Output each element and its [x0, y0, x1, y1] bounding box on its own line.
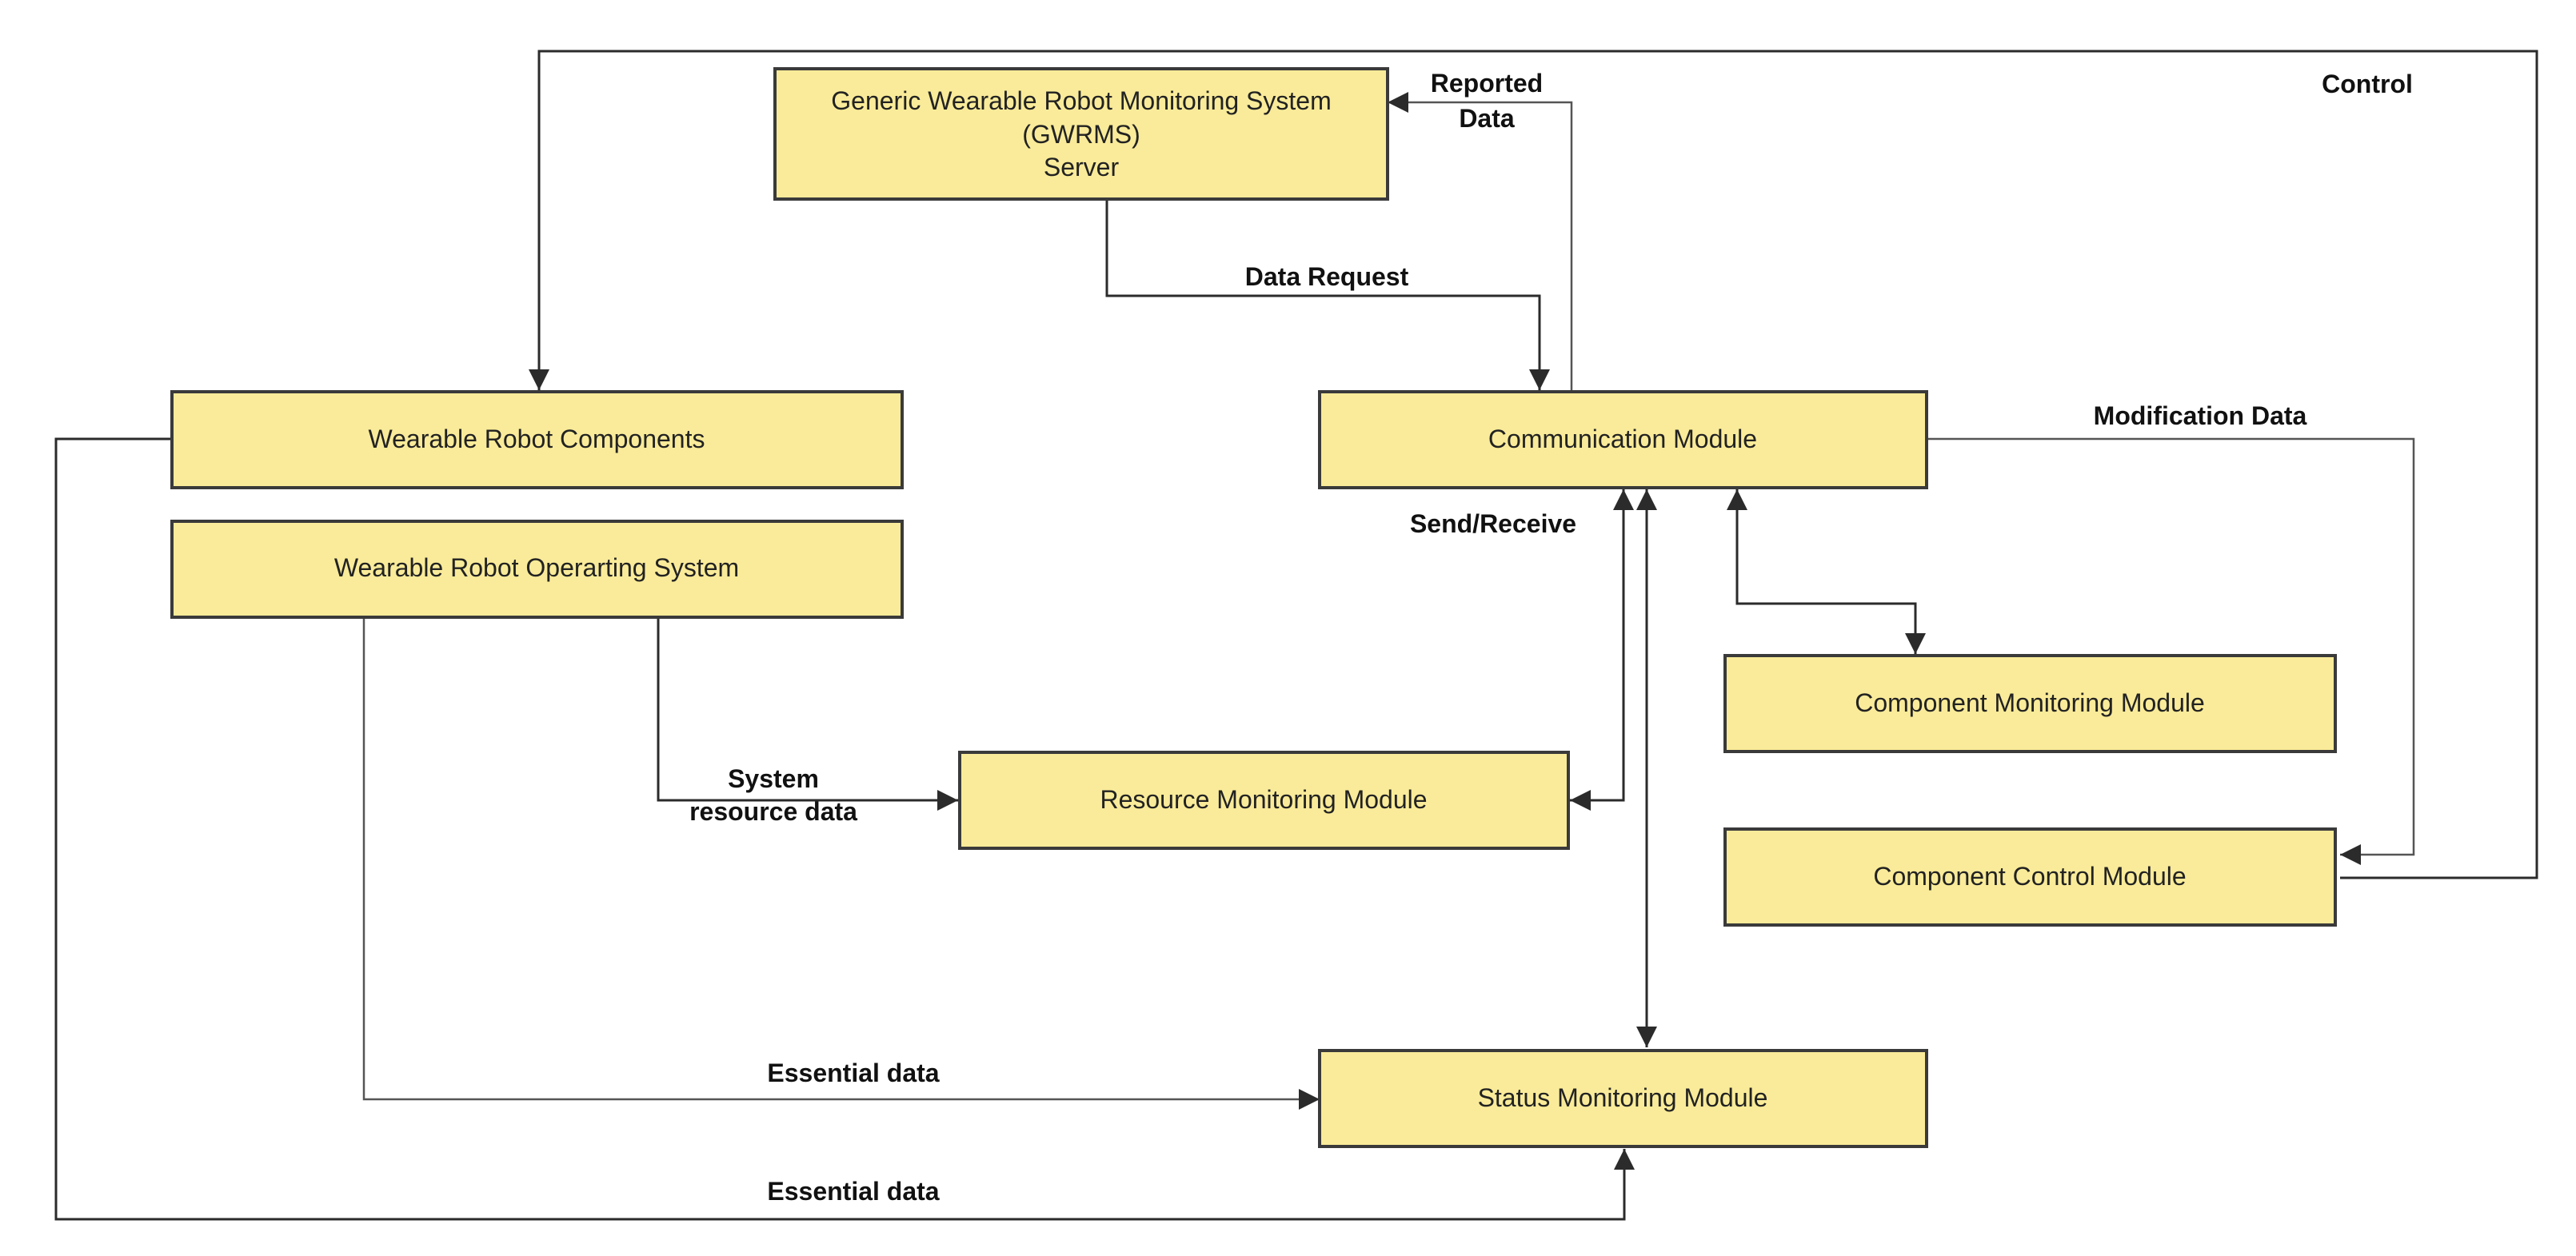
component-monitoring-module-box: Component Monitoring Module	[1723, 654, 2337, 753]
wearable-robot-os-label: Wearable Robot Operarting System	[334, 553, 739, 582]
status-monitoring-module-box: Status Monitoring Module	[1318, 1049, 1928, 1148]
comm-resource-edge	[1570, 489, 1634, 811]
essential-data-components-edge	[54, 437, 1635, 1221]
gwrms-server-box: Generic Wearable Robot Monitoring System…	[773, 67, 1389, 201]
system-resource-edge	[657, 618, 958, 811]
gwrms-server-line1: Generic Wearable Robot Monitoring System	[831, 86, 1331, 115]
essential-data-label-1: Essential data	[767, 1059, 939, 1087]
wearable-robot-os-box: Wearable Robot Operarting System	[170, 520, 904, 619]
data-request-label: Data Request	[1245, 262, 1409, 291]
essential-data-label-2: Essential data	[767, 1177, 939, 1206]
control-edge	[529, 50, 2538, 879]
wearable-robot-components-box: Wearable Robot Components	[170, 390, 904, 489]
component-control-module-label: Component Control Module	[1873, 862, 2186, 891]
resource-monitoring-module-label: Resource Monitoring Module	[1100, 785, 1427, 814]
reported-data-label-line2: Data	[1459, 104, 1515, 133]
gwrms-server-line2: (GWRMS)	[1022, 120, 1140, 149]
reported-data-label-line1: Reported	[1431, 69, 1543, 98]
send-receive-label: Send/Receive	[1410, 509, 1576, 538]
gwrms-server-line3: Server	[1044, 153, 1120, 181]
modification-data-label: Modification Data	[2094, 401, 2307, 430]
essential-data-os-edge	[362, 618, 1320, 1110]
status-monitoring-module-label: Status Monitoring Module	[1478, 1083, 1768, 1112]
wearable-robot-components-label: Wearable Robot Components	[369, 425, 705, 453]
communication-module-box: Communication Module	[1318, 390, 1928, 489]
system-resource-label-line2: resource data	[689, 797, 857, 826]
modification-data-edge	[1927, 437, 2415, 865]
component-monitoring-module-label: Component Monitoring Module	[1855, 688, 2205, 717]
reported-data-edge	[1388, 92, 1573, 392]
data-request-edge	[1105, 200, 1550, 390]
comm-component-monitoring-edge	[1727, 489, 1926, 654]
component-control-module-box: Component Control Module	[1723, 827, 2337, 927]
system-resource-label-line1: System	[728, 764, 819, 793]
communication-module-label: Communication Module	[1488, 425, 1757, 453]
control-label: Control	[2322, 70, 2413, 98]
resource-monitoring-module-box: Resource Monitoring Module	[958, 751, 1570, 850]
